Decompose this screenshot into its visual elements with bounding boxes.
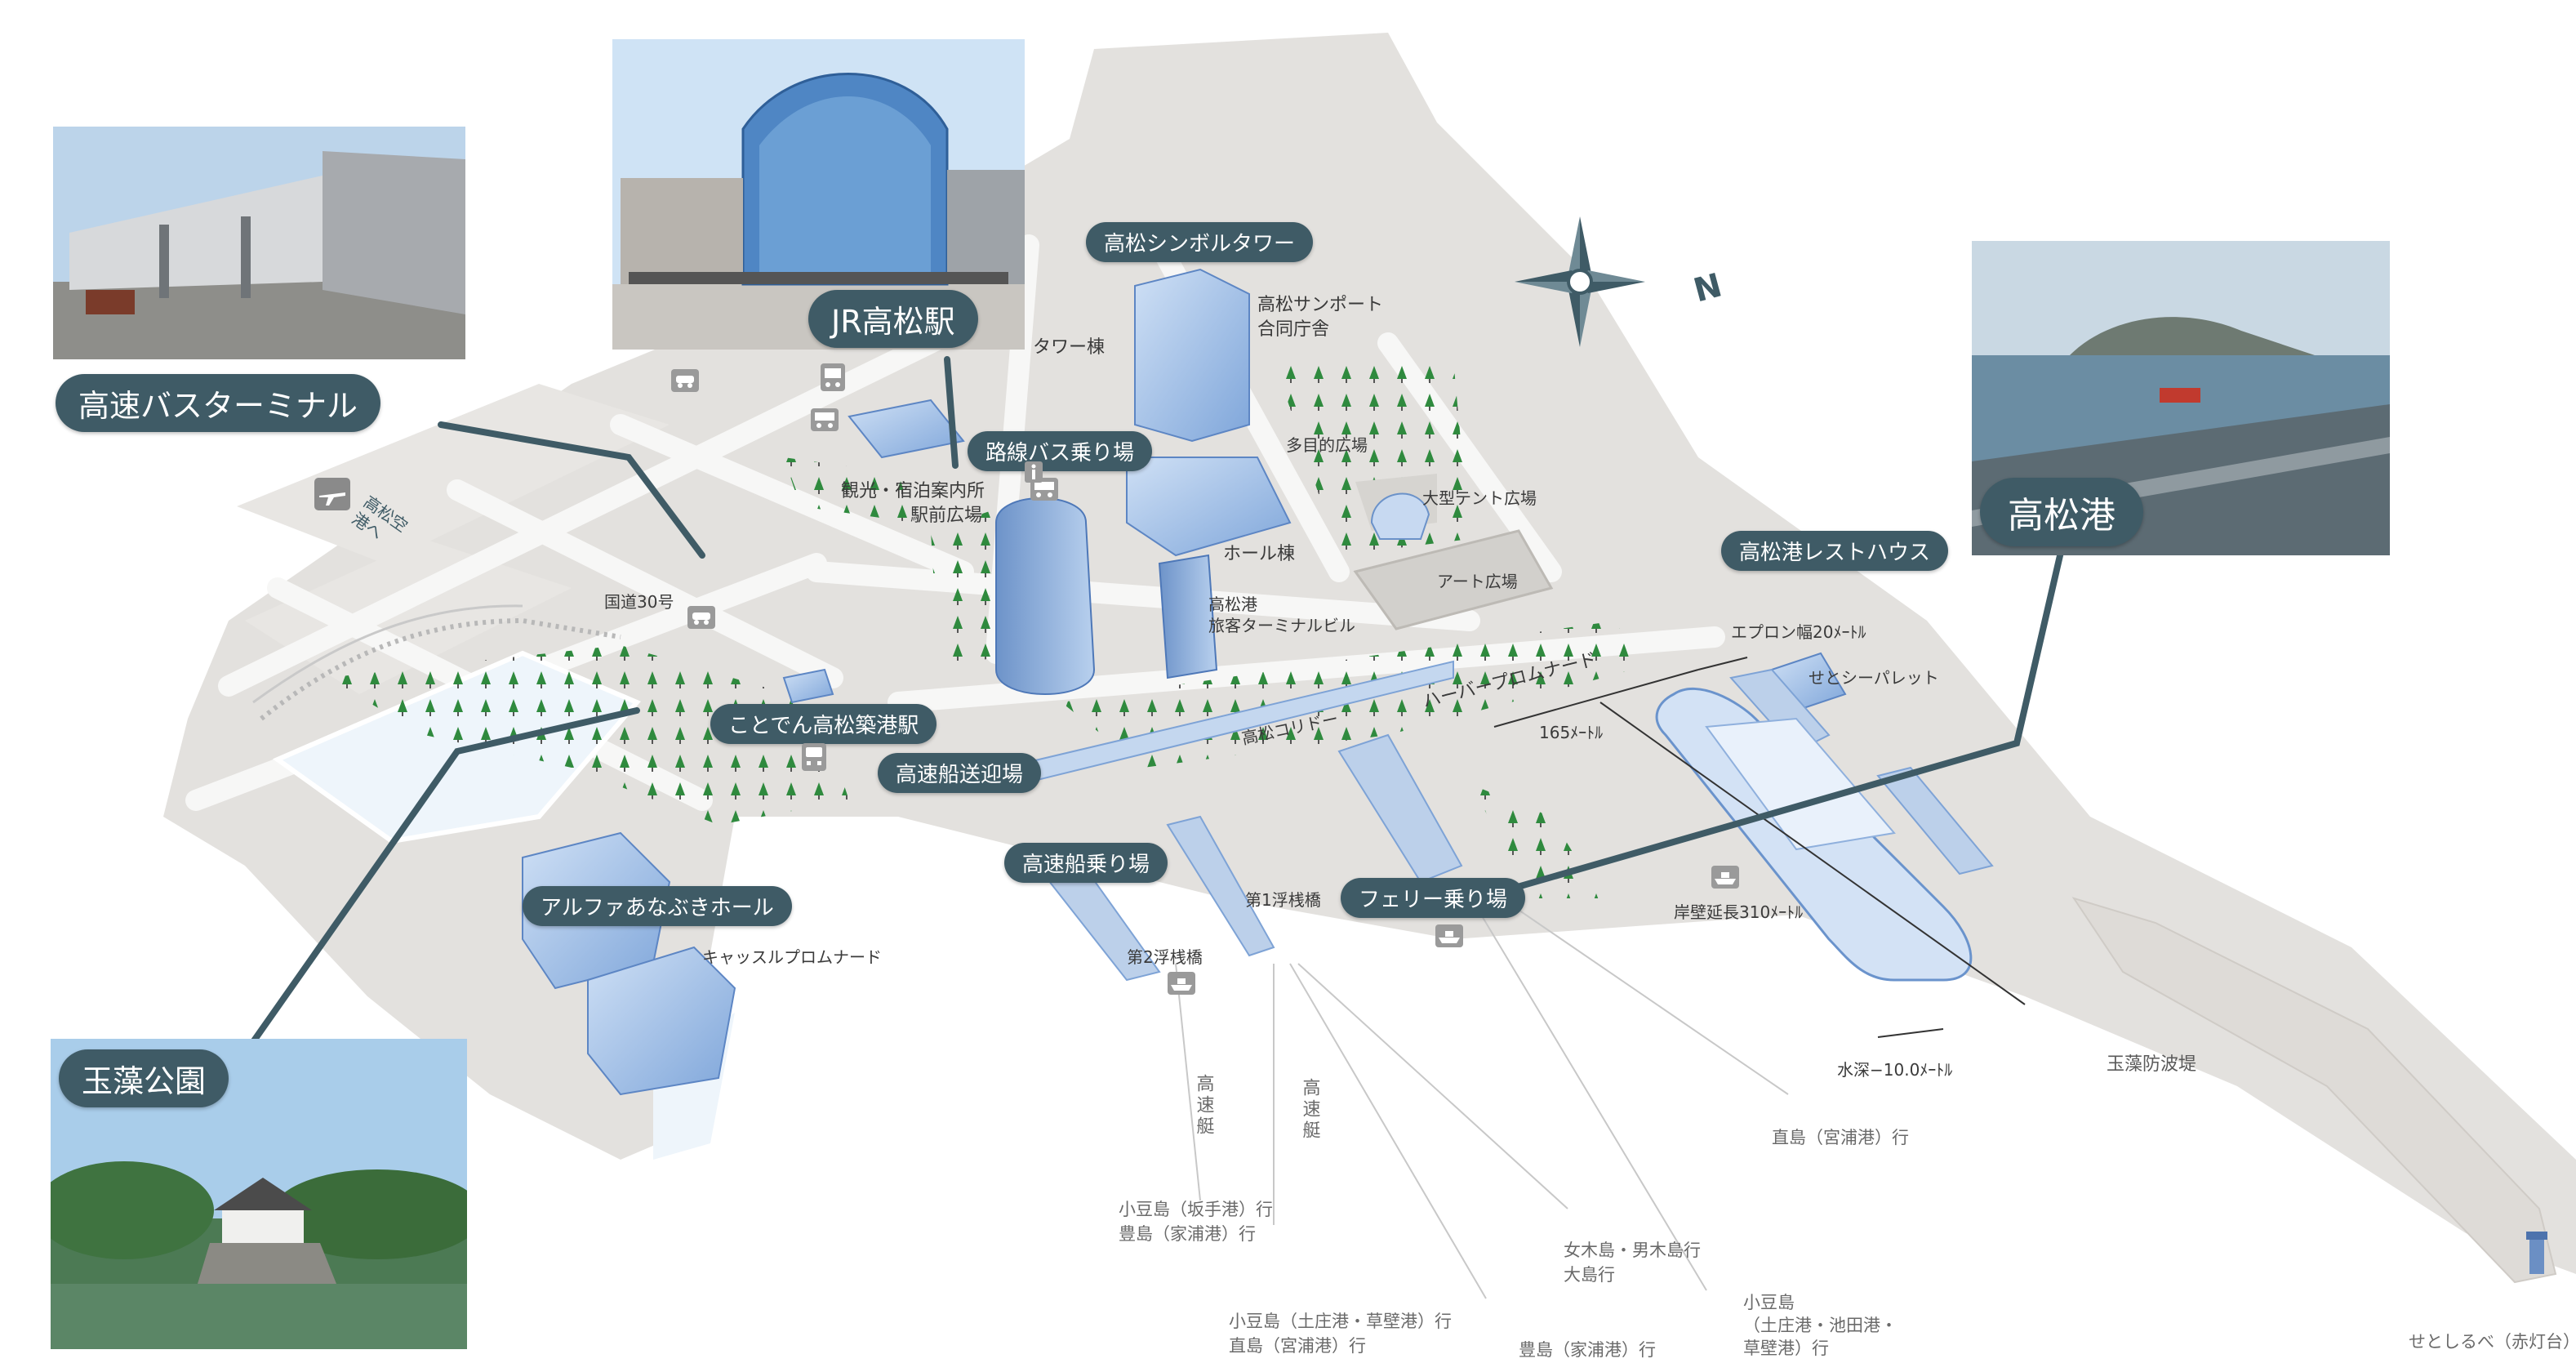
label-shodo-ikeda-3: 草壁港）行: [1743, 1339, 1829, 1358]
label-apron: エプロン幅20ﾒｰﾄﾙ: [1731, 622, 1866, 642]
callout-rest-house[interactable]: 高松港レストハウス: [1721, 531, 1949, 571]
railway: [260, 617, 621, 721]
label-quay: 岸壁延長310ﾒｰﾄﾙ: [1674, 902, 1804, 922]
hall-building: [1126, 457, 1292, 557]
takamatsu-port-photo: [1972, 241, 2390, 555]
label-dist165: 165ﾒｰﾄﾙ: [1539, 723, 1604, 742]
label-megi-2: 大島行: [1564, 1265, 1615, 1285]
label-shodo-ikeda-1: 小豆島: [1743, 1293, 1795, 1312]
ship-icon: [1168, 972, 1195, 998]
label-breakwater: 玉藻防波堤: [2107, 1054, 2197, 1075]
label-tourist-info: 観光・宿泊案内所: [841, 481, 985, 501]
callout-tamamo-park[interactable]: 玉藻公園: [59, 1049, 229, 1107]
label-seto-pallet: せとシーパレット: [1809, 668, 1939, 688]
label-sunport: 高松サンポート: [1257, 295, 1384, 315]
tree-area: [327, 645, 849, 825]
compass-rose: [1515, 216, 1645, 347]
callout-bus-terminal[interactable]: 高速バスターミナル: [56, 374, 381, 432]
label-naoshima: 直島（宮浦港）行: [1772, 1128, 1909, 1147]
label-hall-wing: ホール棟: [1223, 544, 1296, 564]
label-megi-1: 女木島・男木島行: [1564, 1241, 1701, 1260]
airplane-icon: [314, 478, 350, 514]
bus-icon: [821, 363, 845, 394]
callout-ferry-pier[interactable]: フェリー乗り場: [1341, 878, 1526, 918]
breakwater: [2071, 897, 2557, 1284]
label-tower-wing: タワー棟: [1033, 337, 1106, 358]
tamamo-park-photo: [51, 1039, 467, 1349]
ship-icon: [1711, 866, 1739, 892]
label-gov-bldg: 合同庁舎: [1257, 319, 1330, 340]
callout-alpha-hall[interactable]: アルファあなぶきホール: [523, 886, 792, 926]
label-depth: 水深−10.0ﾒｰﾄﾙ: [1837, 1060, 1953, 1080]
tree-area: [931, 506, 1012, 670]
train-icon: [802, 743, 826, 774]
tree-area: [784, 457, 914, 523]
ferry-route-lines: [1175, 881, 1789, 1299]
jr-station-building: [848, 399, 965, 459]
car-icon: [687, 606, 715, 632]
symbol-tower: [1134, 268, 1250, 443]
tent-structure: [1370, 492, 1430, 540]
art-plaza-area: [1353, 529, 1554, 630]
callout-kotoden-station[interactable]: ことでん高松築港駅: [710, 704, 937, 744]
bus-icon: [811, 408, 839, 434]
label-terminal-bldg: 旅客ターミナルビル: [1208, 616, 1355, 635]
ship-icon: [1435, 924, 1463, 951]
callout-leaders: [242, 356, 2069, 1057]
label-teshima: 豊島（家浦港）行: [1519, 1340, 1656, 1360]
bus-terminal-photo: [53, 127, 465, 359]
label-route30: 国道30号: [604, 592, 674, 612]
label-lighthouse: せとしるべ（赤灯台）: [2409, 1332, 2576, 1352]
label-art-plaza: アート広場: [1437, 572, 1518, 591]
callout-hs-pier[interactable]: 高速船乗り場: [1004, 843, 1168, 883]
lighthouse-shape: [2526, 1232, 2547, 1274]
callout-jr-station[interactable]: JR高松駅: [808, 290, 978, 348]
label-hs-vert-1: 高速艇: [1193, 1074, 1214, 1138]
bus-icon: [1030, 478, 1058, 504]
label-pier1: 第1浮桟橋: [1245, 890, 1321, 910]
callout-hs-pickup[interactable]: 高速船送迎場: [878, 753, 1042, 793]
land-block: [237, 384, 670, 564]
dimension-lines: [1493, 657, 2026, 1038]
ferry-deck: [1705, 717, 1896, 851]
callout-takamatsu-port[interactable]: 高松港: [1980, 478, 2143, 546]
label-tent-plaza: 大型テント広場: [1422, 488, 1537, 508]
label-pier2: 第2浮桟橋: [1127, 947, 1203, 967]
car-icon: [671, 369, 699, 395]
label-shodo-sakate-1: 小豆島（坂手港）行: [1119, 1200, 1273, 1219]
alpha-hall-building: [587, 946, 736, 1096]
label-hs-vert-2: 高速艇: [1299, 1078, 1320, 1142]
label-shodo-ikeda-2: （土庄港・池田港・: [1743, 1316, 1898, 1335]
kotoden-building: [782, 668, 834, 704]
label-port-name: 高松港: [1208, 595, 1257, 614]
label-shodo-tonosho-1: 小豆島（土庄港・草壁港）行: [1229, 1312, 1452, 1331]
label-castle-prom: キャッスルプロムナード: [702, 947, 882, 967]
railway: [252, 604, 523, 704]
label-plaza-multi: 多目的広場: [1286, 435, 1368, 455]
info-icon: [1025, 461, 1043, 486]
label-shodo-sakate-2: 豊島（家浦港）行: [1119, 1224, 1256, 1244]
label-shodo-tonosho-2: 直島（宮浦港）行: [1229, 1336, 1366, 1356]
callout-route-bus[interactable]: 路線バス乗り場: [968, 431, 1153, 471]
label-station-plaza: 駅前広場: [910, 506, 983, 526]
terminal-building: [1158, 554, 1218, 679]
callout-symbol-tower[interactable]: 高松シンボルタワー: [1086, 222, 1314, 262]
terminal-tower: [995, 497, 1096, 695]
